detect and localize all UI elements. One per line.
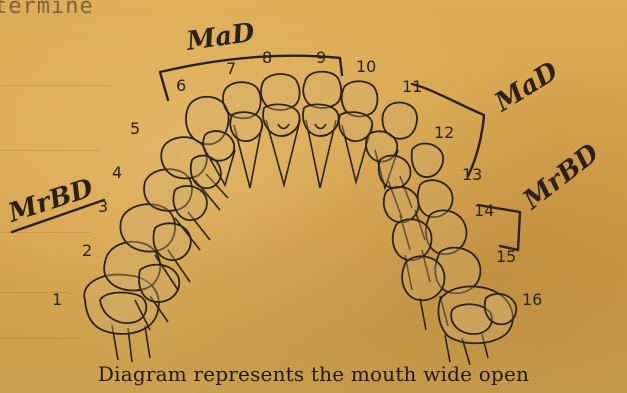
annotation-upper-right: MaD — [489, 56, 564, 118]
annotation-top: MaD — [184, 18, 257, 57]
annotation-left: MrBD — [4, 173, 97, 229]
tooth-16 — [438, 286, 516, 365]
annotation-lower-right: MrBD — [517, 138, 605, 216]
tooth-number-5: 5 — [130, 119, 140, 138]
tooth-number-6: 6 — [176, 76, 186, 95]
tooth-number-2: 2 — [82, 241, 92, 260]
tooth-9 — [303, 72, 341, 188]
tooth-number-16: 16 — [522, 290, 542, 309]
diagram-caption: Diagram represents the mouth wide open — [0, 362, 627, 386]
left-teeth-group — [84, 137, 228, 362]
tooth-number-10: 10 — [356, 57, 376, 76]
tooth-number-1: 1 — [52, 290, 62, 309]
tooth-number-12: 12 — [434, 123, 454, 142]
tooth-number-4: 4 — [112, 163, 122, 182]
tooth-number-14: 14 — [474, 201, 494, 220]
tooth-number-7: 7 — [226, 59, 236, 78]
tooth-8 — [261, 74, 300, 185]
